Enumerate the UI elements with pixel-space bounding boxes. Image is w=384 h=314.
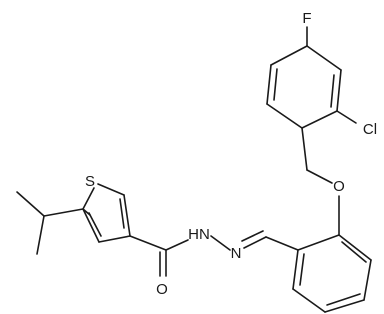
bond [82, 187, 95, 210]
bond [301, 110, 338, 129]
bond [210, 235, 231, 251]
bond [16, 191, 45, 217]
bond [43, 208, 84, 217]
bond [306, 169, 333, 184]
bond [301, 127, 308, 171]
halogen-substituents [306, 26, 357, 124]
bond [97, 183, 125, 196]
bond [266, 64, 272, 105]
atom-chlorine: Cl [363, 121, 377, 138]
atom-carbonyl-oxygen: O [156, 281, 168, 298]
bond [266, 103, 303, 129]
bond [299, 253, 305, 286]
bond [336, 110, 357, 124]
bond [338, 234, 372, 261]
benzene-ring-upper [266, 45, 342, 129]
bond [165, 239, 189, 251]
bond [88, 212, 102, 237]
bond [292, 249, 299, 290]
bond [270, 45, 308, 66]
atom-fluorine: F [302, 10, 311, 27]
bond [129, 235, 167, 251]
bond [243, 236, 267, 249]
bond [241, 230, 264, 242]
bond [363, 259, 372, 301]
bond [306, 45, 342, 71]
bond [82, 208, 100, 243]
bond [273, 68, 278, 101]
atom-labels: S F Cl O O HN N [85, 10, 377, 298]
atom-sulfur: S [85, 173, 95, 190]
bond [326, 293, 361, 306]
atom-imine-nitrogen: N [231, 245, 242, 262]
atom-amide-nitrogen: HN [188, 226, 210, 243]
bond [119, 198, 125, 229]
benzene-ring-lower [292, 234, 372, 313]
bond [341, 241, 367, 263]
ether-linkage [301, 127, 340, 236]
bond [292, 288, 326, 313]
atom-ether-oxygen: O [333, 178, 345, 195]
bond [98, 235, 131, 243]
bond [297, 234, 340, 251]
bond [336, 69, 342, 112]
bond [36, 215, 45, 255]
bond [330, 74, 335, 108]
hydrazone-linker [129, 230, 299, 277]
bond [123, 194, 131, 237]
bond [324, 299, 365, 313]
thiophene-ring [82, 183, 131, 243]
bond [265, 236, 299, 251]
isopropyl-group [16, 191, 84, 255]
